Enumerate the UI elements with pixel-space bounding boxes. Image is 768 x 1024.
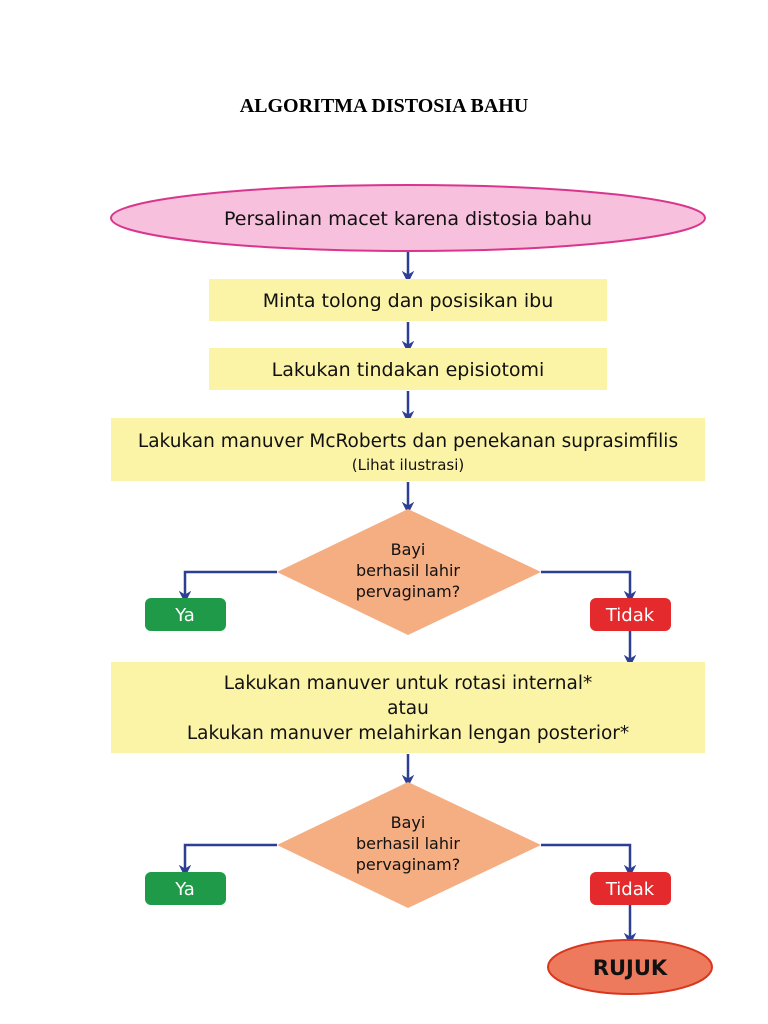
process-label-4-line3: Lakukan manuver melahirkan lengan poster… [187, 723, 629, 744]
yes-label-2: Ya [174, 879, 195, 900]
end-label: RUJUK [593, 956, 668, 980]
yes-label-1: Ya [174, 605, 195, 626]
start-label: Persalinan macet karena distosia bahu [224, 208, 592, 230]
process-box-4 [111, 662, 705, 753]
process-box-3 [111, 418, 705, 481]
start-node: Persalinan macet karena distosia bahu [110, 184, 706, 252]
end-ellipse [547, 939, 713, 995]
process-label-4-line1: Lakukan manuver untuk rotasi internal* [224, 673, 593, 694]
decision-1-line2: berhasil lahir [356, 561, 460, 580]
yes-box-1 [145, 598, 226, 631]
process-label-3-line2: (Lihat ilustrasi) [352, 456, 464, 474]
process-label-1: Minta tolong dan posisikan ibu [263, 290, 554, 312]
start-ellipse [110, 184, 706, 252]
decision-2-line3: pervaginam? [356, 855, 460, 874]
arrow-decision2-yes [178, 843, 277, 878]
connectors [178, 252, 637, 946]
process-box-1 [209, 279, 607, 321]
arrow-decision1-yes [178, 570, 277, 604]
decision-diamond-2 [277, 782, 541, 908]
no-label-1: Tidak [605, 605, 655, 626]
process-step-1: Minta tolong dan posisikan ibu [209, 279, 607, 321]
end-node: RUJUK [547, 939, 713, 995]
decision-2-line1: Bayi [391, 813, 426, 832]
process-step-4: Lakukan manuver untuk rotasi internal* a… [111, 662, 705, 753]
no-box-1 [590, 598, 671, 631]
arrow-decision2-no [541, 843, 637, 878]
decision-2-line2: berhasil lahir [356, 834, 460, 853]
decision-diamond-1 [277, 509, 541, 635]
decision-1-line3: pervaginam? [356, 582, 460, 601]
no-label-2: Tidak [605, 879, 655, 900]
page-title: ALGORITMA DISTOSIA BAHU [239, 95, 529, 117]
decision-1: Bayi berhasil lahir pervaginam? [277, 509, 541, 635]
no-badge-1: Tidak [590, 598, 671, 631]
process-label-3-line1: Lakukan manuver McRoberts dan penekanan … [138, 431, 678, 452]
yes-badge-2: Ya [145, 872, 226, 905]
process-label-2: Lakukan tindakan episiotomi [272, 359, 545, 381]
yes-box-2 [145, 872, 226, 905]
process-box-2 [209, 348, 607, 390]
process-step-3: Lakukan manuver McRoberts dan penekanan … [111, 418, 705, 481]
process-step-2: Lakukan tindakan episiotomi [209, 348, 607, 390]
decision-1-line1: Bayi [391, 540, 426, 559]
process-label-4-line2: atau [387, 698, 429, 719]
no-box-2 [590, 872, 671, 905]
no-badge-2: Tidak [590, 872, 671, 905]
decision-2: Bayi berhasil lahir pervaginam? [277, 782, 541, 908]
yes-badge-1: Ya [145, 598, 226, 631]
arrow-decision1-no [541, 570, 637, 604]
